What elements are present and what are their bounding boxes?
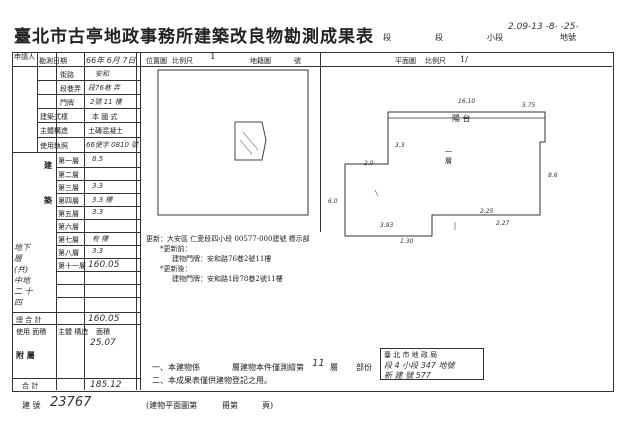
location-map-box <box>157 69 309 216</box>
scale-label: 比例尺 <box>172 57 193 65</box>
floor-label: 築 <box>44 195 52 205</box>
footer-note-1-prefix: 一、本建物係 <box>152 363 200 372</box>
section-label: 段 <box>383 33 391 42</box>
floor-8-value: 3.3 <box>92 247 104 255</box>
page-note-start: (建物平面圖第 <box>146 401 198 410</box>
number-label: 門牌 <box>60 99 74 107</box>
dim-9: 5.75 <box>522 102 536 109</box>
floor-3-value: 3.3 <box>92 182 104 190</box>
dim-3: 8.6 <box>548 172 558 179</box>
floor-11-label: 第十一層 <box>58 262 86 270</box>
location-map-hatch <box>242 131 259 151</box>
stamp-line-3: 新 建 號 577 <box>384 371 431 380</box>
attached-area-header: 面積 <box>96 328 110 336</box>
building-no-value: 23767 <box>50 395 92 410</box>
floor-5-label: 第五層 <box>58 210 79 218</box>
dim-7: 2.27 <box>496 220 510 227</box>
attached-use-header: 使用 面積 <box>16 328 47 336</box>
dim-6: 2.25 <box>480 208 494 215</box>
floor-7-label: 第七層 <box>58 236 79 244</box>
applicant-label: 申請人 <box>14 53 35 61</box>
dimension-tick <box>374 189 379 197</box>
floor-11-value: 160.05 <box>88 260 120 270</box>
stamp-line-2: 段 4 小段 347 地號 <box>384 361 455 370</box>
dim-1: 3.3 <box>395 142 405 149</box>
map-sheet-label: 號 <box>294 57 301 65</box>
number-value: 2號 11 樓 <box>90 98 122 106</box>
registration-stamp <box>380 348 484 380</box>
attached-structure-header: 主體 構造 <box>58 328 89 336</box>
side-note: 地下層 (共) 中地 二 十 四 <box>14 243 33 307</box>
change-note-5: 建物門牌：安和路1段78巷2號11樓 <box>172 275 283 283</box>
building-label: 建 <box>44 160 52 170</box>
change-note-2: *更新前： <box>160 245 192 253</box>
location-map-parcel <box>234 121 267 161</box>
page-note-end: 頁) <box>262 401 274 410</box>
change-note-3: 建物門牌：安和路76巷2號11樓 <box>172 255 272 263</box>
plan-scale-label: 比例尺 <box>425 57 446 65</box>
dim-4: 6.0 <box>328 198 338 205</box>
building-no-label: 建 號 <box>22 401 41 410</box>
dim-8: 1.30 <box>400 238 414 245</box>
dim-5: 3.93 <box>380 222 394 229</box>
subsection-label: 小段 <box>487 33 503 42</box>
footer-note-1-mid: 層建物本件僅測繪第 <box>232 363 304 372</box>
dim-2: 2.0 <box>364 160 374 167</box>
use-license-value: 66使字 0810 號 <box>86 141 139 149</box>
map-number-label: 地籍圖 <box>250 57 271 65</box>
floor-4-label: 第四層 <box>58 197 79 205</box>
floor-2-label: 第二層 <box>58 171 79 179</box>
part-label: 部份 <box>356 363 372 372</box>
plan-label: 平面圖 <box>395 57 416 65</box>
alley-value: 段76巷 弄 <box>88 84 121 92</box>
change-note-1: 更新：大安區 仁愛段四小段 00577-000建號 標示部 <box>146 235 310 243</box>
floor-5-value: 3.3 <box>92 208 104 216</box>
survey-date-label: 勘測日期 <box>39 57 67 65</box>
floor-3-label: 第三層 <box>58 184 79 192</box>
location-map-label: 位置圖 <box>146 57 167 65</box>
dim-10: 16.10 <box>458 98 476 105</box>
floor-mark: 一 層 <box>445 148 452 165</box>
street-label: 街路 <box>60 71 74 79</box>
grand-total-label: 合 計 <box>22 382 39 390</box>
total-value: 160.05 <box>88 314 120 324</box>
document-title: 臺北市古亭地政事務所建築改良物勘測成果表 <box>14 27 374 47</box>
page-note-mid: 冊第 <box>222 401 238 410</box>
floor-1-value: 8.5 <box>92 155 104 163</box>
use-license-label: 使用執照 <box>40 142 68 150</box>
scale-value: 1 <box>210 52 216 62</box>
change-note-4: *更新後： <box>160 265 192 273</box>
survey-date-value: 66年 6月 7日 <box>86 56 136 65</box>
building-type-label: 建築式樣 <box>40 113 68 121</box>
floor-4-value: 3.3 樓 <box>92 196 113 204</box>
lot-label: 地號 <box>560 33 576 42</box>
footer-note-2: 二、本成果表僅供建物登記之用。 <box>152 376 272 385</box>
floor-plan-outline <box>344 111 546 237</box>
floor-8-label: 第八層 <box>58 249 79 257</box>
grand-total-value: 185.12 <box>90 380 122 390</box>
footer-note-1-suffix: 層 <box>330 363 338 372</box>
street-value: 安和 <box>95 70 109 78</box>
floor-1-label: 第一層 <box>58 157 79 165</box>
plan-scale-value: 1/ <box>460 55 468 64</box>
balcony-label: 陽 台 <box>452 114 471 123</box>
total-label: 總 合 計 <box>16 316 42 324</box>
structure-value: 土磚混凝土 <box>88 127 123 135</box>
section-value-label: 段 <box>435 33 443 42</box>
floor-7-value: 有 樓 <box>92 235 109 243</box>
footer-note-1-floor: 11 <box>312 358 325 369</box>
attached-value: 25.07 <box>90 338 116 348</box>
location-map-hatch <box>239 139 253 155</box>
handwritten-ref: 2.09-13 -8- -25- <box>508 22 579 32</box>
building-type-value: 本 國 式 <box>92 113 118 121</box>
structure-label: 主體構造 <box>40 127 68 135</box>
attached-label: 附 屬 <box>16 350 35 360</box>
floor-6-label: 第六層 <box>58 223 79 231</box>
alley-label: 段巷弄 <box>60 85 81 93</box>
stamp-line-1: 臺 北 市 地 政 局 <box>384 351 438 359</box>
